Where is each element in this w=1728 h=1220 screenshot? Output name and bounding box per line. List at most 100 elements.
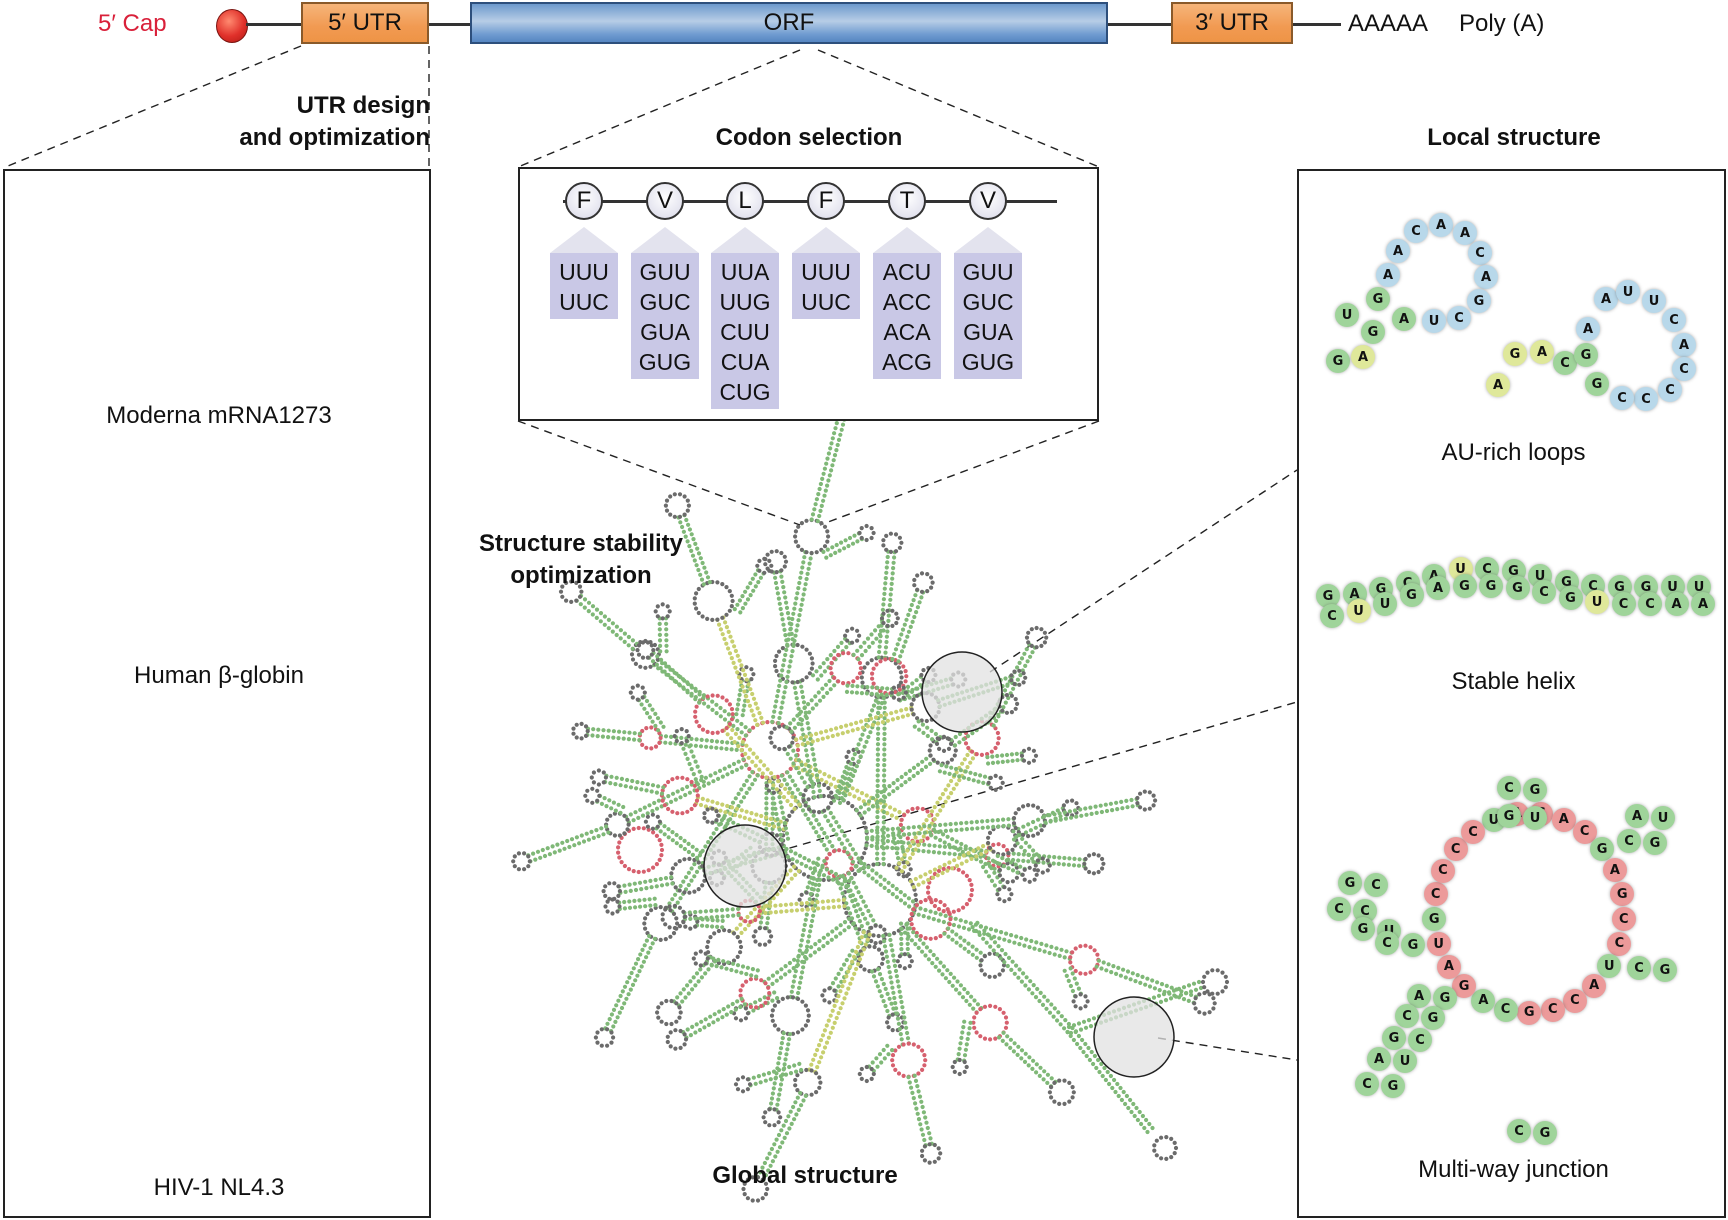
nucleotide-dot (700, 727, 706, 732)
nucleotide-dot (864, 1078, 869, 1084)
nucleotide-dot (743, 601, 748, 606)
nucleotide-dot (640, 695, 645, 700)
nucleotide-dot (664, 643, 669, 648)
nucleotide-dot (608, 813, 613, 818)
nucleotide-dot (629, 970, 634, 976)
nucleotide-dot (852, 752, 857, 757)
nucleotide-dot (804, 550, 809, 555)
nucleotide-dot (698, 744, 704, 749)
nucleotide-dot (757, 558, 762, 564)
nucleotide-dot (630, 685, 635, 690)
nucleotide-dot (635, 973, 640, 978)
nucleotide-dot (768, 899, 773, 905)
nucleotide-dot (941, 919, 947, 925)
nucleotide-dot (780, 1036, 785, 1041)
nucleotide-dot (1007, 887, 1012, 892)
nucleotide-dot (871, 703, 877, 708)
nucleotide-dot (927, 1142, 932, 1147)
nucleotide-dot (1001, 844, 1006, 849)
nucleotide-dot (733, 648, 739, 654)
nucleotide-dot (1085, 999, 1090, 1004)
nucleotide-dot (841, 798, 846, 803)
nucleotide-dot (765, 720, 770, 725)
nucleotide-dot (875, 841, 880, 846)
nucleotide-dot (822, 782, 827, 788)
nucleotide-dot (705, 729, 710, 735)
nucleotide-dot (771, 783, 776, 788)
nucleotide-dot (1034, 940, 1039, 945)
nucleotide-dot (867, 932, 872, 937)
nucleotide-dot (1009, 752, 1015, 757)
nucleotide-dot (642, 805, 647, 810)
nucleotide-dot (698, 909, 703, 914)
nucleotide-dot (674, 1019, 679, 1024)
nucleotide-dot (824, 856, 829, 861)
nucleotide-dot (795, 958, 800, 964)
nucleotide-dot (824, 461, 829, 466)
nucleotide-dot (887, 784, 892, 789)
nucleotide-dot (882, 927, 887, 932)
nucleotide-dot (1101, 861, 1106, 866)
nucleotide-dot (626, 992, 631, 997)
nucleotide-dot (873, 923, 878, 928)
nucleotide-dot (1189, 992, 1194, 998)
nucleotide-dot (1083, 1004, 1088, 1009)
nucleotide-dot (822, 493, 827, 498)
nucleotide-dot (640, 813, 646, 818)
nucleotide-dot (1138, 980, 1143, 986)
nucleotide-dot (796, 706, 801, 711)
nucleotide-dot (750, 769, 755, 775)
nucleotide-dot (801, 700, 807, 705)
nucleotide-dot (1012, 1041, 1017, 1046)
nucleotide-dot (770, 1008, 775, 1013)
nucleotide-dot (988, 927, 994, 932)
nucleotide-dot (902, 1015, 907, 1020)
nucleotide-dot (681, 686, 686, 691)
nucleotide-dot (922, 1063, 927, 1068)
nucleotide-dot (626, 643, 631, 648)
nucleotide-dot (574, 722, 579, 727)
nucleotide-dot (901, 1010, 906, 1015)
nucleotide-dot (771, 790, 777, 795)
nucleotide-dot (947, 851, 952, 856)
nucleotide-dot (772, 1023, 778, 1028)
nucleotide-dot (790, 984, 795, 989)
nucleotide-dot (815, 1065, 820, 1070)
nucleotide-dot (1118, 973, 1123, 978)
nucleotide-dot (813, 942, 818, 947)
nucleotide-dot (902, 893, 907, 898)
nucleotide-dot (590, 733, 595, 738)
nucleotide-dot (738, 988, 743, 993)
nucleotide-dot (810, 706, 815, 711)
nucleotide-dot (808, 866, 813, 871)
nucleotide-dot (836, 1011, 841, 1016)
nucleotide-dot (918, 899, 923, 905)
nucleotide-dot (622, 813, 627, 818)
nucleotide-dot (639, 787, 644, 792)
nucleotide-dot (751, 725, 756, 730)
nucleotide-dot (828, 1030, 833, 1035)
nucleotide-dot (678, 991, 683, 996)
nucleotide-dot (831, 827, 836, 833)
nucleotide-dot (757, 568, 762, 573)
zoom-connector-line (817, 49, 1100, 168)
nucleotide-dot (871, 666, 876, 671)
nucleotide-dot (795, 701, 800, 706)
nucleotide-dot (655, 814, 660, 819)
nucleotide-dot (958, 1041, 963, 1046)
nucleotide-dot (766, 996, 771, 1001)
nucleotide-dot (662, 824, 667, 829)
nucleotide-dot (848, 894, 853, 899)
nucleotide-dot (742, 672, 748, 678)
nucleotide-dot (835, 644, 841, 650)
nucleotide-dot (997, 936, 1002, 941)
nucleotide-dot (1003, 700, 1008, 705)
nucleotide-dot (769, 563, 774, 568)
nucleotide-dot (885, 839, 891, 844)
nucleotide-dot (585, 729, 590, 734)
nucleotide-dot (694, 563, 699, 568)
nucleotide-dot (569, 837, 575, 842)
nucleotide-dot (893, 1067, 898, 1072)
nucleotide-dot (855, 539, 860, 544)
nucleotide-dot (1002, 885, 1007, 890)
